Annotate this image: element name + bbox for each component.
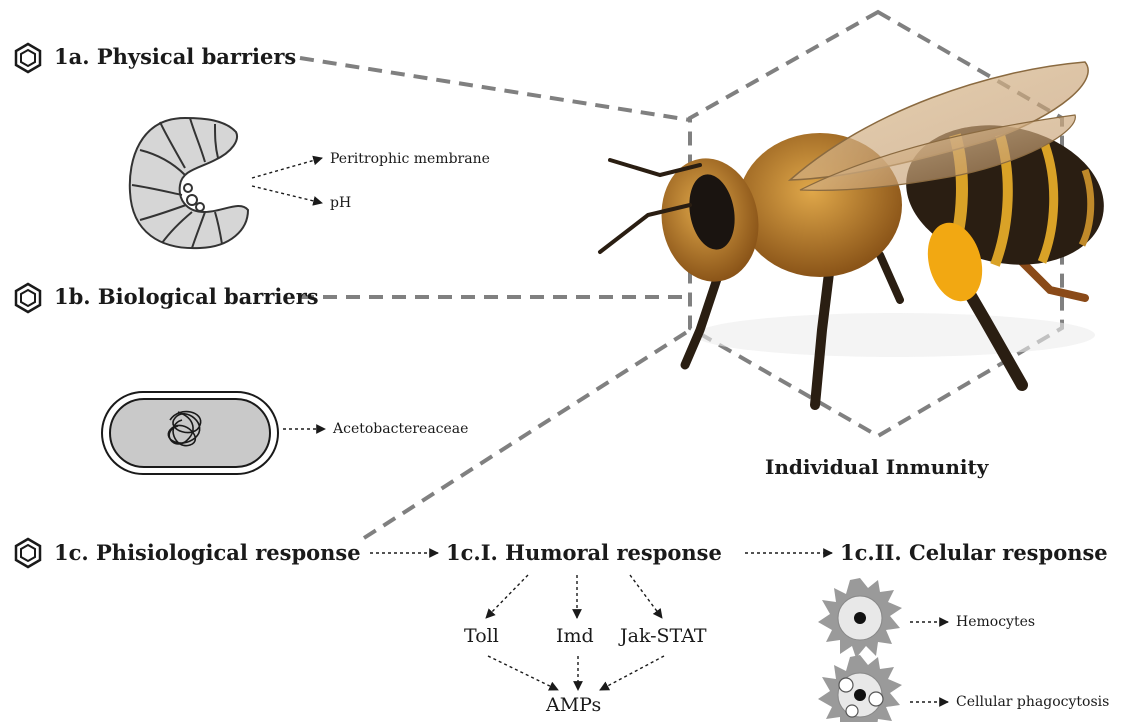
honeybee-illustration <box>600 62 1117 405</box>
humoral-response-heading: 1c.I. Humoral response <box>446 540 722 565</box>
biological-barriers-heading: 1b. Biological barriers <box>54 284 319 309</box>
toll-pathway-label: Toll <box>464 625 499 647</box>
arrow-ph <box>252 186 322 203</box>
jak-stat-pathway-label: Jak-STAT <box>620 625 707 647</box>
hexagon-bullet-icon <box>16 44 40 72</box>
larva-icon <box>130 118 248 248</box>
arrow-toll-amps <box>488 656 558 690</box>
individual-immunity-caption: Individual Inmunity <box>765 455 988 479</box>
phagocyte-icon <box>818 655 902 722</box>
hexagon-bullet-icon <box>16 539 40 567</box>
peritrophic-membrane-label: Peritrophic membrane <box>330 151 490 167</box>
amps-label: AMPs <box>546 694 601 716</box>
cellular-response-heading: 1c.II. Celular response <box>840 540 1108 565</box>
physiological-response-heading: 1c. Phisiological response <box>54 540 361 565</box>
hemocyte-icon <box>818 578 902 658</box>
imd-pathway-label: Imd <box>556 625 594 647</box>
cellular-phagocytosis-label: Cellular phagocytosis <box>956 694 1109 710</box>
acetobactereaceae-label: Acetobactereaceae <box>333 421 468 437</box>
arrow-to-jakstat <box>630 575 662 618</box>
arrow-peritrophic <box>252 158 322 178</box>
arrow-to-toll <box>486 575 528 618</box>
hemocytes-label: Hemocytes <box>956 614 1035 630</box>
connector-physical <box>300 58 690 120</box>
ph-label: pH <box>330 195 351 211</box>
bacterium-icon <box>102 392 278 474</box>
physical-barriers-heading: 1a. Physical barriers <box>54 44 296 69</box>
arrow-jakstat-amps <box>600 656 664 690</box>
hexagon-bullet-icon <box>16 284 40 312</box>
